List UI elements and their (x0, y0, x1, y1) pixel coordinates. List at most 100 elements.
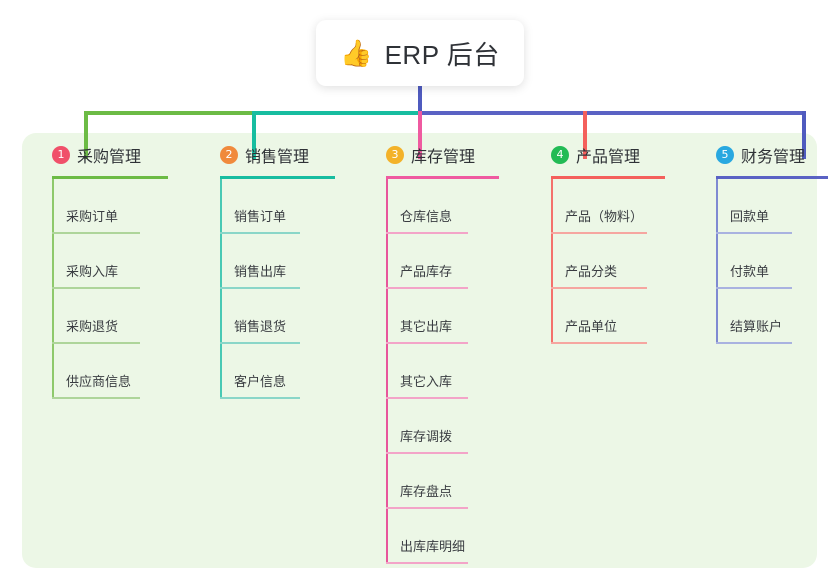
list-item-label: 销售订单 (234, 209, 287, 224)
diagram-panel (22, 133, 817, 568)
list-item-rule (52, 287, 140, 289)
list-item-rule (716, 232, 792, 234)
list-item-rule (220, 342, 300, 344)
column-title: 采购管理 (77, 149, 142, 166)
list-item-rule (386, 562, 468, 564)
column-title: 产品管理 (576, 149, 641, 166)
list-item-label: 库存盘点 (400, 484, 453, 499)
list-item[interactable]: 产品（物料） (529, 179, 665, 234)
column-header-3[interactable]: 3 库存管理 (364, 142, 499, 168)
list-item[interactable]: 采购订单 (30, 179, 168, 234)
root-node-title: ERP 后台 (384, 39, 500, 70)
column-header-rule (716, 176, 828, 179)
list-item[interactable]: 库存调拨 (364, 399, 499, 454)
root-node[interactable]: 👍 ERP 后台 (316, 20, 524, 86)
list-item[interactable]: 付款单 (694, 234, 828, 289)
connector-drop-1 (84, 111, 88, 159)
list-item-rule (716, 287, 792, 289)
list-item-rule (551, 232, 647, 234)
list-item-label: 产品库存 (400, 264, 453, 279)
column-1: 1 采购管理采购订单采购入库采购退货供应商信息 (30, 142, 168, 399)
list-item-label: 采购订单 (66, 209, 119, 224)
column-spine (551, 179, 553, 344)
root-node-content: 👍 ERP 后台 (340, 35, 500, 72)
list-item-rule (551, 287, 647, 289)
column-header-rule (220, 176, 335, 179)
list-item[interactable]: 产品单位 (529, 289, 665, 344)
column-header-rule (386, 176, 499, 179)
list-item-rule (52, 232, 140, 234)
list-item-rule (220, 232, 300, 234)
list-item[interactable]: 产品库存 (364, 234, 499, 289)
list-item-rule (716, 342, 792, 344)
list-item[interactable]: 库存盘点 (364, 454, 499, 509)
connector-drop-3 (418, 111, 422, 159)
list-item-label: 其它入库 (400, 374, 453, 389)
column-4: 4 产品管理产品（物料） 产品分类产品单位 (529, 142, 665, 344)
column-header-4[interactable]: 4 产品管理 (529, 142, 665, 168)
column-5: 5 财务管理回款单付款单结算账户 (694, 142, 828, 344)
list-item-rule (220, 397, 300, 399)
column-header-5[interactable]: 5 财务管理 (694, 142, 828, 168)
column-title: 销售管理 (245, 149, 310, 166)
column-badge: 1 (52, 146, 70, 164)
list-item-rule (386, 397, 468, 399)
list-item-rule (52, 342, 140, 344)
column-3: 3 库存管理仓库信息产品库存其它出库其它入库库存调拨库存盘点出库库明细 (364, 142, 499, 564)
list-item[interactable]: 销售退货 (198, 289, 335, 344)
column-title: 财务管理 (741, 149, 806, 166)
column-header-rule (551, 176, 665, 179)
list-item-rule (52, 397, 140, 399)
connector-stem (418, 80, 422, 114)
list-item[interactable]: 回款单 (694, 179, 828, 234)
column-spine (52, 179, 54, 399)
list-item-rule (386, 452, 468, 454)
list-item[interactable]: 其它入库 (364, 344, 499, 399)
list-item[interactable]: 供应商信息 (30, 344, 168, 399)
list-item-label: 出库库明细 (400, 539, 466, 554)
list-item-label: 产品（物料） (565, 209, 644, 224)
connector-drop-4 (583, 111, 587, 159)
list-item-label: 回款单 (730, 209, 770, 224)
list-item-label: 库存调拨 (400, 429, 453, 444)
list-item[interactable]: 仓库信息 (364, 179, 499, 234)
list-item-rule (386, 342, 468, 344)
list-item-label: 产品单位 (565, 319, 618, 334)
list-item[interactable]: 产品分类 (529, 234, 665, 289)
list-item-label: 其它出库 (400, 319, 453, 334)
list-item-label: 付款单 (730, 264, 770, 279)
column-badge: 2 (220, 146, 238, 164)
list-item-label: 销售出库 (234, 264, 287, 279)
list-item[interactable]: 采购退货 (30, 289, 168, 344)
list-item[interactable]: 销售订单 (198, 179, 335, 234)
column-spine (386, 179, 388, 564)
list-item-rule (386, 232, 468, 234)
list-item-rule (386, 287, 468, 289)
list-item-label: 采购退货 (66, 319, 119, 334)
list-item[interactable]: 出库库明细 (364, 509, 499, 564)
list-item[interactable]: 销售出库 (198, 234, 335, 289)
column-badge: 3 (386, 146, 404, 164)
column-title: 库存管理 (411, 149, 476, 166)
list-item[interactable]: 结算账户 (694, 289, 828, 344)
column-header-1[interactable]: 1 采购管理 (30, 142, 168, 168)
column-badge: 4 (551, 146, 569, 164)
connector-bus-middle (252, 111, 422, 115)
column-header-rule (52, 176, 168, 179)
column-badge: 5 (716, 146, 734, 164)
connector-bus-right (418, 111, 806, 115)
list-item-rule (551, 342, 647, 344)
list-item-label: 结算账户 (730, 319, 783, 334)
list-item-label: 采购入库 (66, 264, 119, 279)
column-header-2[interactable]: 2 销售管理 (198, 142, 335, 168)
list-item-label: 客户信息 (234, 374, 287, 389)
thumbs-up-icon: 👍 (340, 38, 373, 68)
list-item-rule (386, 507, 468, 509)
connector-bus-left (84, 111, 254, 115)
list-item[interactable]: 采购入库 (30, 234, 168, 289)
list-item[interactable]: 客户信息 (198, 344, 335, 399)
list-item[interactable]: 其它出库 (364, 289, 499, 344)
list-item-label: 产品分类 (565, 264, 618, 279)
list-item-rule (220, 287, 300, 289)
